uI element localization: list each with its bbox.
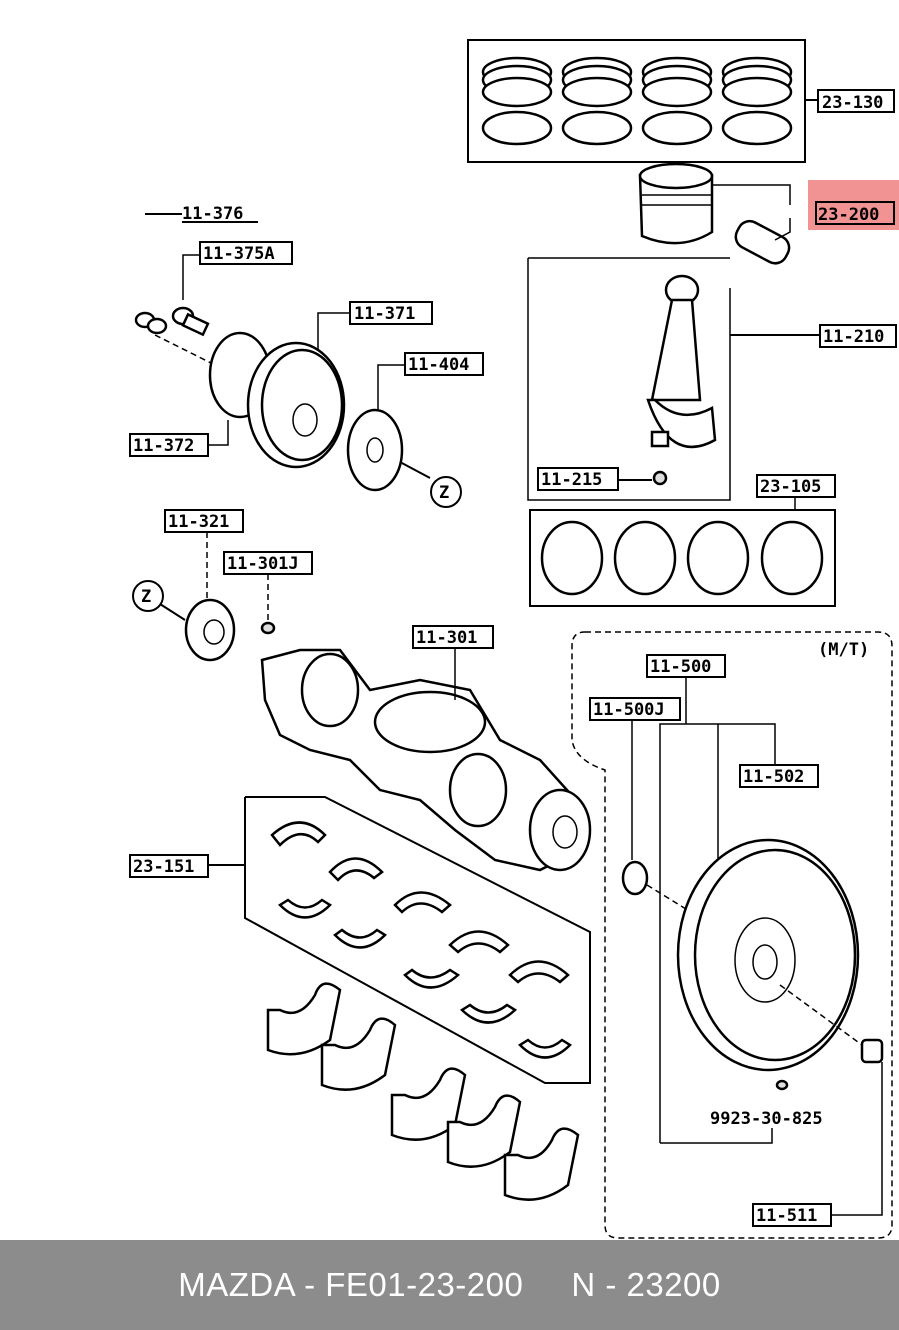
parts-diagram: 23-130 23-200 11-376 11-375A 11-371 11-4…: [129, 39, 899, 1239]
svg-text:11-375A: 11-375A: [203, 244, 275, 264]
svg-text:11-511: 11-511: [756, 1206, 817, 1226]
connecting-rod[interactable]: [527, 257, 820, 501]
callout-11-500J[interactable]: 11-500J: [589, 697, 681, 860]
detail-marker-z-1[interactable]: Z: [430, 476, 462, 508]
svg-text:11-210: 11-210: [823, 327, 884, 347]
callout-23-105[interactable]: 23-105: [756, 474, 836, 498]
manual-transmission-region: (M/T): [571, 631, 893, 1239]
callout-11-301[interactable]: 11-301: [412, 625, 494, 649]
callout-11-502[interactable]: 11-502: [739, 764, 819, 788]
svg-text:(M/T): (M/T): [818, 640, 869, 660]
callout-23-151[interactable]: 23-151: [129, 854, 209, 878]
callout-23-200[interactable]: 23-200: [808, 180, 899, 230]
svg-text:11-321: 11-321: [168, 512, 229, 532]
callout-11-301J[interactable]: 11-301J: [223, 551, 313, 620]
callout-11-404[interactable]: 11-404: [377, 352, 484, 412]
footer-bar: MAZDA - FE01-23-200 N - 23200: [0, 1240, 899, 1330]
crank-sprocket[interactable]: [184, 598, 276, 662]
svg-text:11-301: 11-301: [416, 628, 477, 648]
callout-11-375A[interactable]: 11-375A: [182, 241, 293, 300]
detail-marker-z-2[interactable]: Z: [132, 580, 186, 621]
rod-bearing-set[interactable]: [529, 497, 836, 607]
svg-text:Z: Z: [439, 483, 449, 503]
callout-11-371[interactable]: 11-371: [317, 301, 433, 350]
flywheel[interactable]: [621, 838, 884, 1216]
svg-text:11-404: 11-404: [408, 355, 469, 375]
callout-9923-30-825[interactable]: 9923-30-825: [710, 1109, 823, 1129]
callout-11-321[interactable]: 11-321: [164, 509, 244, 600]
svg-text:9923-30-825: 9923-30-825: [710, 1109, 823, 1129]
svg-text:11-371: 11-371: [354, 304, 415, 324]
svg-text:11-215: 11-215: [541, 470, 602, 490]
svg-text:23-151: 23-151: [133, 857, 194, 877]
svg-text:23-130: 23-130: [822, 93, 883, 113]
callout-11-511[interactable]: 11-511: [752, 1203, 832, 1227]
main-bearing-caps[interactable]: [266, 982, 580, 1201]
svg-text:11-500: 11-500: [650, 657, 711, 677]
callout-11-210[interactable]: 11-210: [819, 324, 897, 348]
svg-text:11-376: 11-376: [182, 204, 243, 224]
callout-11-215[interactable]: 11-215: [537, 467, 652, 491]
callout-11-376[interactable]: 11-376: [145, 204, 258, 224]
crankshaft[interactable]: [260, 648, 592, 872]
footer-code: N - 23200: [571, 1266, 721, 1303]
callout-11-372[interactable]: 11-372: [129, 420, 229, 457]
callout-23-130[interactable]: 23-130: [817, 89, 895, 113]
flywheel-bracket-lines: [659, 723, 776, 1144]
svg-text:23-105: 23-105: [760, 477, 821, 497]
svg-text:Z: Z: [141, 587, 151, 607]
svg-text:11-301J: 11-301J: [227, 554, 299, 574]
footer-part-number: MAZDA - FE01-23-200: [178, 1266, 524, 1303]
piston-and-pin[interactable]: [638, 162, 793, 268]
main-bearing-set[interactable]: [208, 796, 591, 1084]
crank-pulley-assembly[interactable]: [134, 306, 431, 492]
piston-ring-set[interactable]: [467, 39, 818, 163]
svg-text:11-500J: 11-500J: [593, 700, 665, 720]
svg-text:11-372: 11-372: [133, 436, 194, 456]
svg-text:23-200: 23-200: [818, 205, 879, 225]
callout-11-500[interactable]: 11-500: [646, 654, 726, 724]
svg-text:11-502: 11-502: [743, 767, 804, 787]
